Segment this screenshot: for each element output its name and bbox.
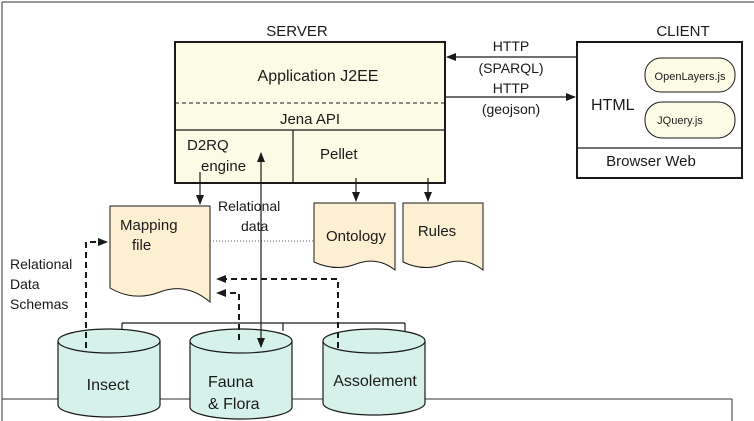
rules-label: Rules [418, 223, 456, 240]
assolement-label: Assolement [333, 373, 417, 390]
d2rq-engine-label: engine [201, 158, 246, 175]
d2rq-label: D2RQ [187, 137, 229, 154]
schemas-label-3: Schemas [10, 296, 68, 312]
application-label: Application J2EE [258, 68, 379, 85]
insect-database: Insect [57, 328, 161, 418]
schemas-label: Relational [10, 256, 72, 272]
assolement-database: Assolement [322, 328, 426, 416]
insect-label: Insect [87, 377, 130, 394]
fauna-flora-database: Fauna & Flora [189, 328, 293, 420]
browser-web-label: Browser Web [606, 153, 696, 170]
geojson-label: (geojson) [482, 101, 540, 117]
schemas-label-2: Data [10, 276, 40, 292]
jena-api-label: Jena API [280, 111, 340, 128]
mapping-file-label: file [132, 237, 151, 254]
html-label: HTML [591, 97, 635, 114]
insect-schema-arrow [85, 238, 108, 348]
jquery-label: JQuery.js [657, 115, 703, 127]
server-box: Application J2EE Jena API D2RQ engine Pe… [174, 41, 446, 184]
mapping-label: Mapping [120, 217, 178, 234]
http-request-label: HTTP [493, 38, 530, 54]
flora-label: & Flora [208, 396, 260, 413]
client-box: HTML OpenLayers.js JQuery.js Browser Web [576, 41, 743, 179]
relational-data-label: Relational [218, 198, 280, 214]
server-title: SERVER [266, 23, 328, 40]
sparql-label: (SPARQL) [478, 60, 543, 76]
openlayers-label: OpenLayers.js [655, 71, 726, 83]
mapping-file-document: Mapping file [109, 205, 211, 304]
client-title: CLIENT [656, 23, 709, 40]
openlayers-pill [644, 57, 736, 93]
ontology-label: Ontology [326, 228, 387, 245]
http-response-label: HTTP [493, 80, 530, 96]
assolement-schema-arrow [216, 275, 339, 348]
pellet-label: Pellet [320, 146, 358, 163]
fauna-label: Fauna [208, 374, 253, 391]
ontology-document: Ontology [313, 202, 396, 272]
rules-document: Rules [402, 202, 484, 272]
jquery-pill [644, 101, 736, 139]
relational-data-label-2: data [241, 218, 268, 234]
